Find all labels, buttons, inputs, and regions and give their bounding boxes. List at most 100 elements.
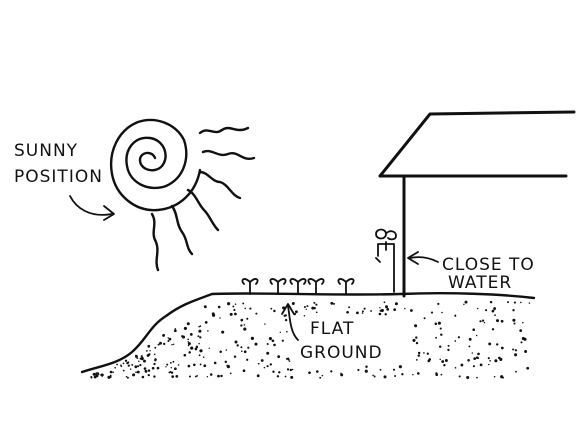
- water-label-line1: CLOSE TO: [442, 255, 535, 275]
- soil-speck: [92, 372, 96, 376]
- soil-speck: [109, 370, 113, 374]
- soil-speck: [507, 301, 509, 304]
- soil-speck: [140, 355, 143, 358]
- soil-speck: [440, 333, 443, 336]
- soil-speck: [412, 338, 416, 342]
- soil-speck: [378, 312, 382, 316]
- soil-speck: [232, 305, 235, 308]
- soil-speck: [439, 327, 442, 330]
- soil-speck: [491, 309, 495, 313]
- soil-speck: [217, 305, 221, 309]
- soil-speck: [247, 346, 250, 349]
- soil-speck: [147, 369, 151, 372]
- soil-speck: [173, 329, 177, 333]
- soil-speck: [286, 357, 288, 360]
- soil-speck: [357, 368, 360, 372]
- sun-pointer-arrowhead: [103, 205, 115, 221]
- soil-speck: [240, 318, 244, 322]
- soil-speck: [199, 363, 202, 366]
- soil-speck: [224, 360, 228, 364]
- soil-speck: [417, 351, 421, 355]
- soil-speck: [491, 328, 495, 331]
- soil-speck: [100, 373, 104, 377]
- soil-speck: [169, 361, 172, 364]
- seedling: [289, 278, 307, 295]
- soil-speck: [266, 365, 269, 368]
- soil-speck: [187, 342, 191, 346]
- soil-speck: [468, 345, 471, 348]
- soil-speck: [427, 359, 431, 363]
- soil-speck: [207, 330, 209, 332]
- soil-speck: [229, 312, 233, 316]
- seedling: [241, 278, 259, 295]
- soil-speck: [188, 375, 192, 378]
- soil-speck: [187, 341, 189, 343]
- soil-speck: [213, 361, 217, 365]
- soil-speck: [415, 341, 419, 345]
- soil-speck: [246, 317, 249, 320]
- water-pointer-arrowhead: [407, 251, 419, 265]
- soil-speck: [198, 354, 201, 357]
- soil-speck: [234, 340, 238, 344]
- soil-speck: [500, 346, 504, 350]
- soil-speck: [444, 359, 448, 362]
- soil-speck: [159, 341, 162, 345]
- soil-speck: [154, 346, 157, 349]
- sun-ray: [186, 188, 220, 232]
- soil-speck: [243, 324, 246, 326]
- sun-ray: [198, 126, 250, 135]
- ground-mound: [80, 292, 536, 380]
- soil-speck: [170, 366, 173, 369]
- soil-speck: [272, 370, 275, 373]
- soil-speck: [441, 360, 445, 363]
- soil-speck: [187, 344, 190, 347]
- soil-speck: [348, 306, 351, 309]
- soil-speck: [168, 337, 172, 341]
- soil-speck: [512, 348, 515, 351]
- soil-speck: [290, 375, 294, 379]
- soil-speck: [311, 306, 315, 310]
- soil-speck: [144, 369, 148, 373]
- soil-speck: [196, 375, 198, 377]
- soil-speck: [243, 350, 247, 354]
- soil-speck: [93, 375, 97, 379]
- soil-speck: [321, 374, 324, 377]
- soil-speck: [199, 336, 202, 339]
- soil-speck: [447, 344, 450, 347]
- ground-pointer-arrowhead: [281, 303, 295, 315]
- soil-speck: [519, 329, 523, 332]
- soil-speck: [90, 375, 93, 379]
- soil-speck: [466, 375, 470, 380]
- soil-speck: [481, 319, 485, 322]
- soil-speck: [136, 365, 140, 368]
- ground-outline: [80, 292, 536, 374]
- soil-speck: [183, 353, 187, 357]
- soil-speck: [129, 368, 132, 370]
- soil-speck: [206, 375, 209, 378]
- soil-speck: [447, 348, 450, 352]
- soil-speck: [273, 343, 276, 347]
- soil-speck: [379, 368, 382, 371]
- soil-speck: [246, 358, 249, 361]
- soil-speck: [415, 336, 418, 339]
- soil-speck: [472, 328, 475, 331]
- soil-speck: [263, 366, 266, 369]
- soil-speck: [134, 354, 138, 358]
- soil-speck: [443, 364, 446, 367]
- soil-speck: [488, 342, 492, 346]
- seedlings: [241, 278, 355, 295]
- soil-speck: [264, 323, 266, 325]
- soil-speck: [291, 302, 295, 305]
- sun-icon: [109, 118, 256, 272]
- soil-speck: [186, 322, 190, 326]
- soil-speck: [494, 314, 496, 316]
- soil-speck: [177, 364, 180, 366]
- soil-speck: [277, 355, 281, 359]
- soil-speck: [269, 363, 272, 366]
- soil-speck: [198, 342, 200, 345]
- soil-speck: [361, 310, 364, 313]
- soil-speck: [125, 375, 128, 378]
- soil-speck: [423, 352, 425, 354]
